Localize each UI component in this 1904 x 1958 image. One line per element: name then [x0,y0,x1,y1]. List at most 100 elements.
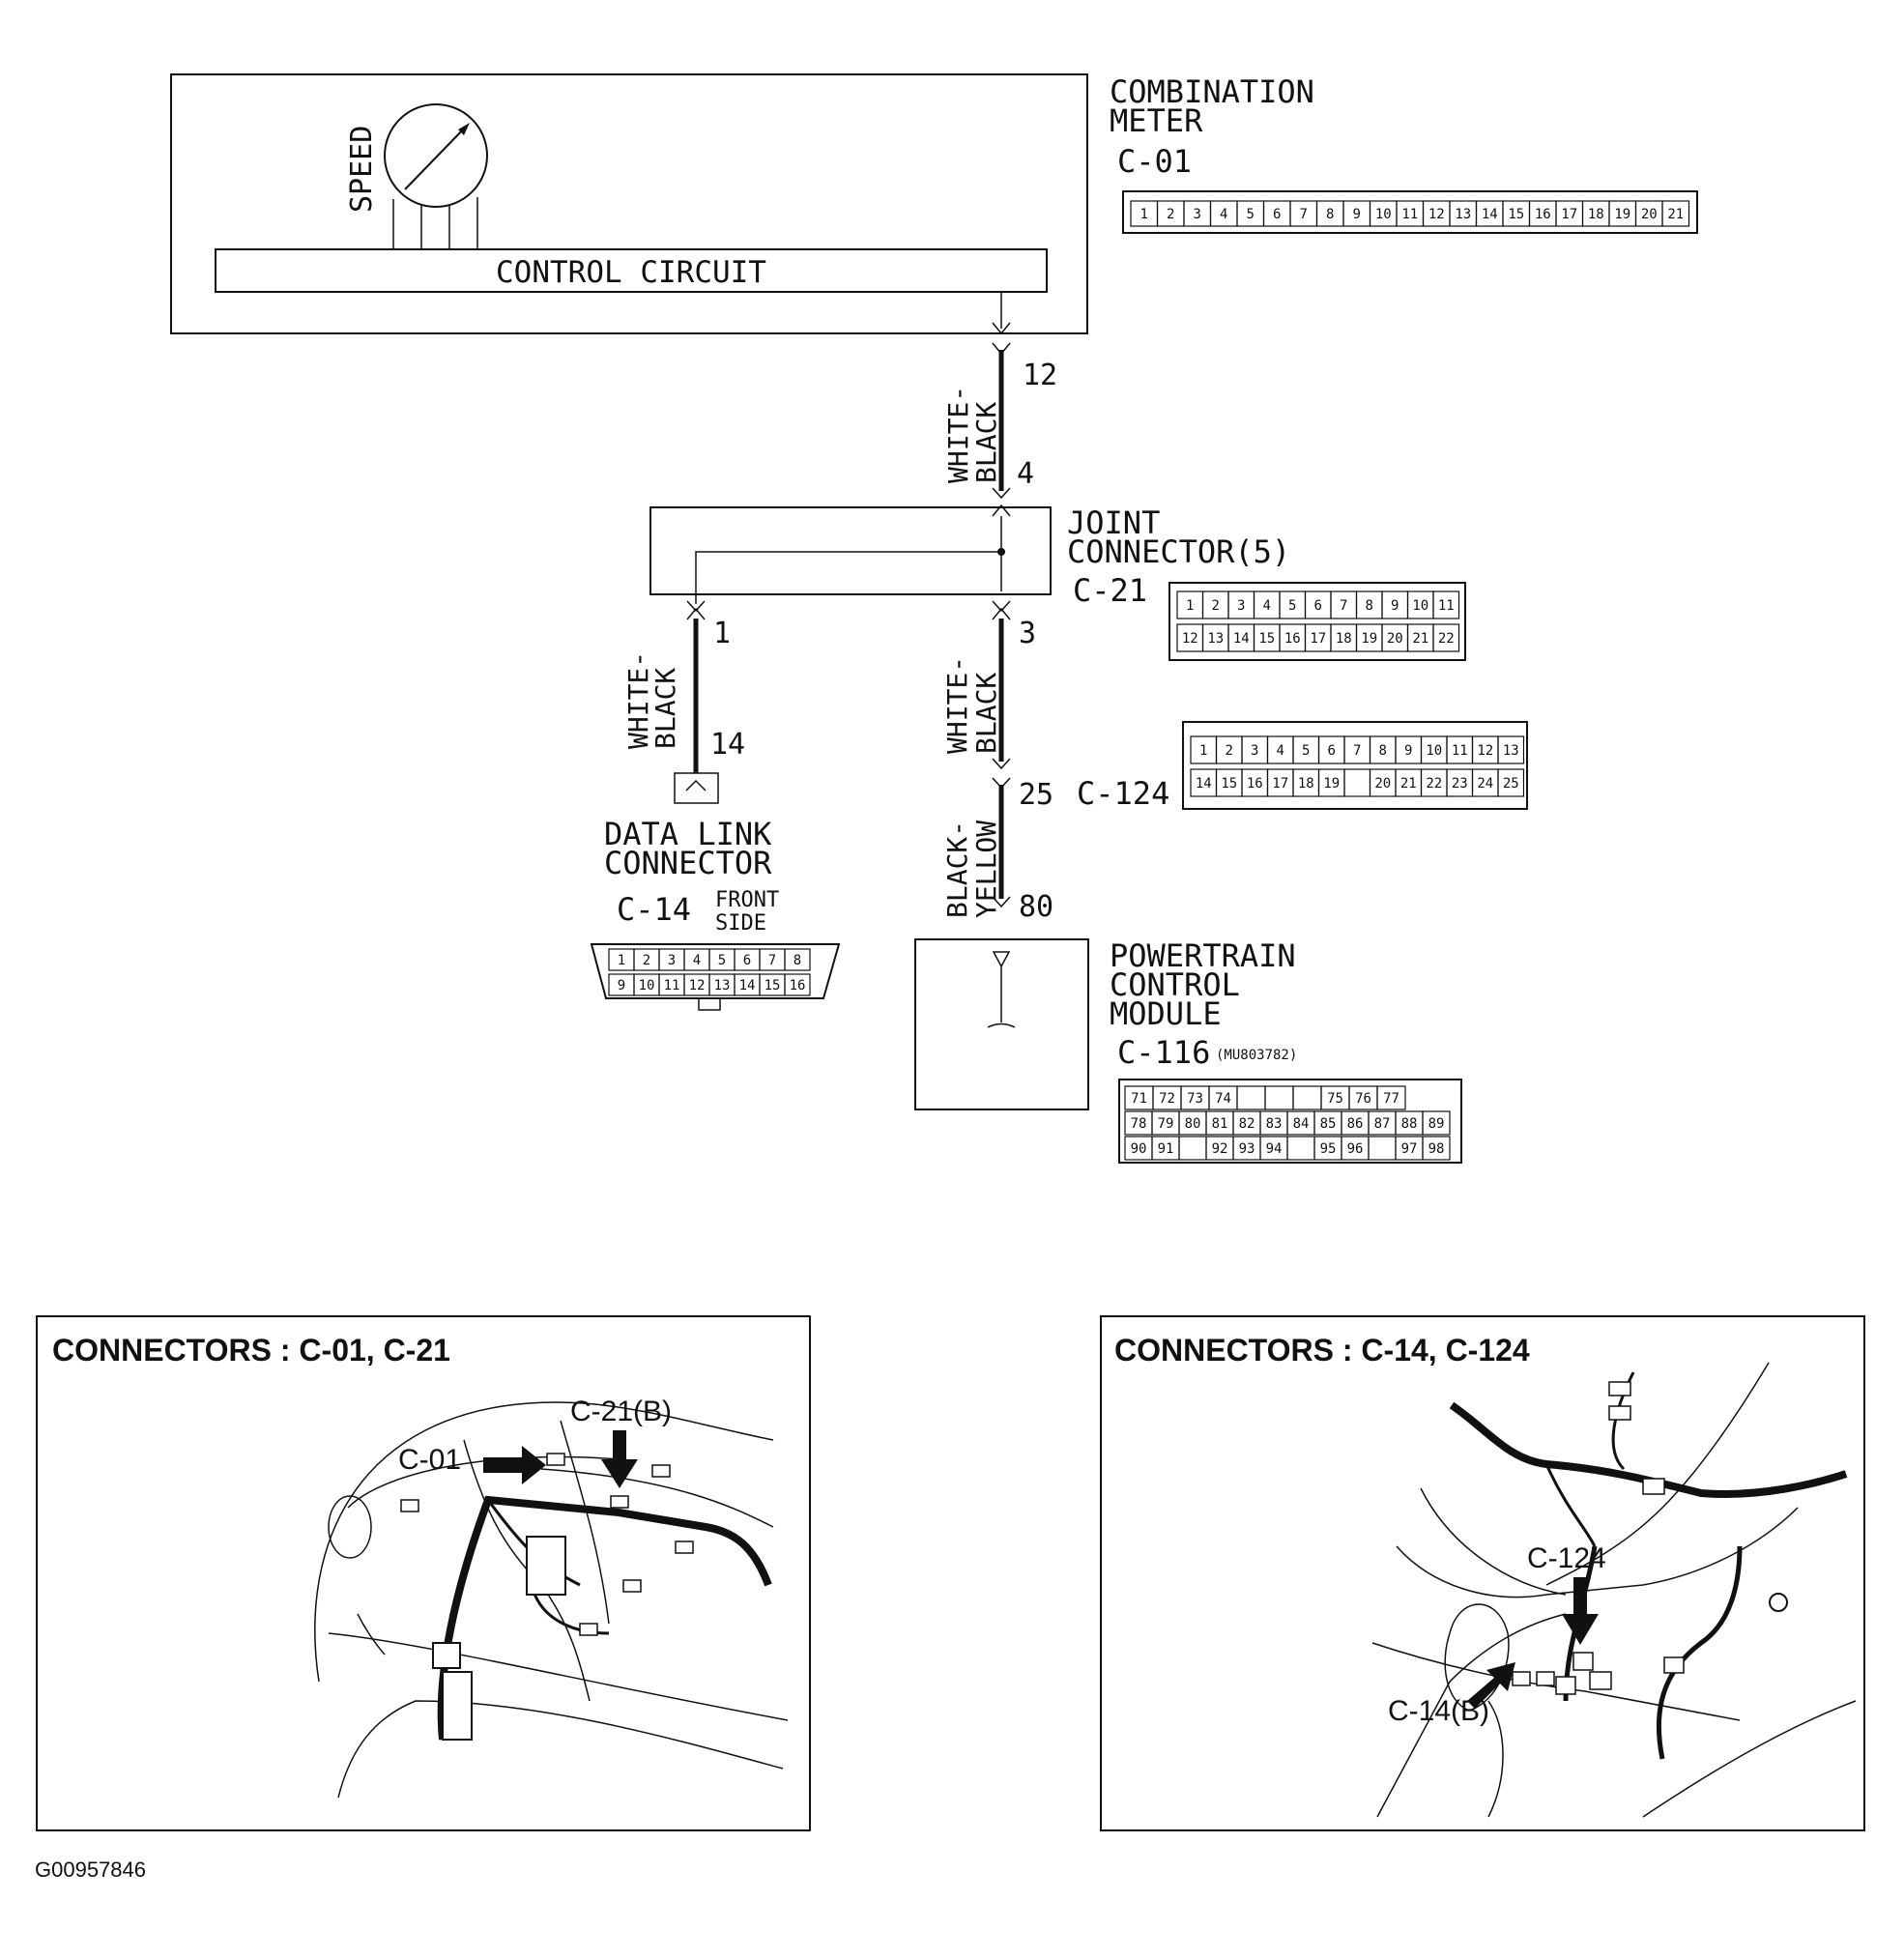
pin-label: 90 [1131,1141,1147,1157]
connector-id-c14: C-14 [617,891,691,928]
arrow-right-icon [483,1446,546,1484]
pin-label: 20 [1387,631,1403,647]
pin-label: 12 [689,978,706,993]
wire-color-label-w4-2: YELLOW [970,821,1002,918]
callout-c124: C-124 [1527,1542,1606,1574]
pin-cell [1497,768,1525,797]
joint-connector-title: JOINT [1067,504,1160,541]
pin-label: 5 [1247,207,1255,222]
pin-label: 9 [1404,743,1412,759]
pin-label: 19 [1323,776,1340,792]
pin-cell [784,948,811,971]
pin-label: 22 [1426,776,1442,792]
pin-label: 77 [1383,1091,1399,1107]
pin-label: 10 [1375,207,1392,222]
pin-label: 24 [1477,776,1493,792]
wire-white-black-2: WHITE- BLACK 1 14 [622,600,745,804]
pcm-part-number: (MU803782) [1216,1048,1297,1063]
pin-label: 87 [1374,1116,1391,1132]
speed-label: SPEED [345,126,379,213]
wire-white-black-1: WHITE- BLACK 12 4 [942,292,1057,517]
pin-label: 2 [1212,598,1220,614]
wire-black-yellow: BLACK- YELLOW 80 [941,785,1053,924]
pin-label: 82 [1239,1116,1255,1132]
pin-label: 96 [1347,1141,1364,1157]
pin-label: 84 [1293,1116,1310,1132]
arrow-up-right-icon [1467,1662,1515,1709]
wire-color-label-w2: WHITE- [622,651,654,749]
wire-color-label-w2-2: BLACK [649,668,681,749]
pin-label: 13 [1455,207,1471,222]
pin-number-1: 1 [713,617,731,650]
dlc-title: DATA LINK [604,816,772,852]
pin-label: 10 [1426,743,1442,759]
connector-id-c116: C-116 [1117,1034,1210,1071]
pin-label: 19 [1361,631,1377,647]
pin-label: 80 [1185,1116,1201,1132]
pin-number-12: 12 [1023,359,1057,392]
pin-label: 5 [718,953,726,968]
location-view-c14-c124: CONNECTORS : C-14, C-124 C-124 C-14(B) [1100,1315,1865,1831]
pin-label: 14 [739,978,756,993]
connector-id-c21: C-21 [1073,572,1147,609]
data-link-connector: DATA LINK CONNECTOR C-14 FRONT SIDE [604,816,779,936]
pin-label: 73 [1187,1091,1203,1107]
pin-label: 14 [1196,776,1212,792]
pin-label: 22 [1438,631,1455,647]
figure-id: G00957846 [35,1857,146,1882]
pin-label: 16 [1535,207,1551,222]
pin-label: 95 [1320,1141,1337,1157]
wire-color-label: WHITE- [942,386,974,483]
pin-label: 4 [693,953,701,968]
pin-label: 19 [1614,207,1630,222]
arrow-down-icon [601,1430,638,1488]
pin-label: 2 [1226,743,1233,759]
pin-label: 21 [1412,631,1428,647]
pin-label: 1 [618,953,625,968]
pin-label: 3 [668,953,676,968]
pin-label: 6 [1273,207,1281,222]
wire-color-label-w3-2: BLACK [970,673,1002,754]
pin-cell [1343,768,1371,797]
pin-label: 8 [1366,598,1373,614]
pin-label: 7 [1340,598,1347,614]
pin-number-4: 4 [1017,457,1034,491]
joint-connector: JOINT CONNECTOR(5) C-21 [649,504,1290,609]
pin-label: 18 [1298,776,1314,792]
pcm-title-2: CONTROL [1110,966,1240,1003]
wire-white-black-3: WHITE- BLACK 3 25 C-124 [941,600,1169,812]
pin-label: 14 [1482,207,1498,222]
pin-cell [1661,200,1690,227]
pin-cell [1422,1110,1451,1136]
pin-label: 12 [1182,631,1198,647]
pcm-title: POWERTRAIN [1110,937,1296,974]
pin-label: 5 [1302,743,1310,759]
pin-cell [1432,623,1460,652]
pin-label: 15 [764,978,781,993]
pin-label: 11 [1452,743,1468,759]
dlc-side-label: FRONT [715,888,779,912]
arrow-down-icon-2 [1562,1577,1599,1645]
pin-label: 3 [1194,207,1201,222]
pin-cell [1422,1136,1451,1161]
speedometer-gauge-icon [384,103,488,208]
pin-label: 86 [1347,1116,1364,1132]
pin-label: 20 [1641,207,1658,222]
pin-cell [1236,1085,1266,1110]
location-view-title: CONNECTORS : C-01, C-21 [52,1333,450,1368]
pin-label: 13 [714,978,731,993]
pin-label: 7 [1353,743,1361,759]
combination-meter: SPEED CONTROL CIRCUIT COMBINATION METER … [170,73,1314,334]
connector-id-c01: C-01 [1117,143,1192,180]
pin-label: 1 [1140,207,1148,222]
pin-cell [1497,735,1525,764]
pin-label: 12 [1428,207,1445,222]
pin-label: 18 [1336,631,1352,647]
pin-label: 72 [1159,1091,1175,1107]
pin-label: 76 [1355,1091,1371,1107]
pin-label: 3 [1237,598,1245,614]
pin-label: 12 [1477,743,1493,759]
